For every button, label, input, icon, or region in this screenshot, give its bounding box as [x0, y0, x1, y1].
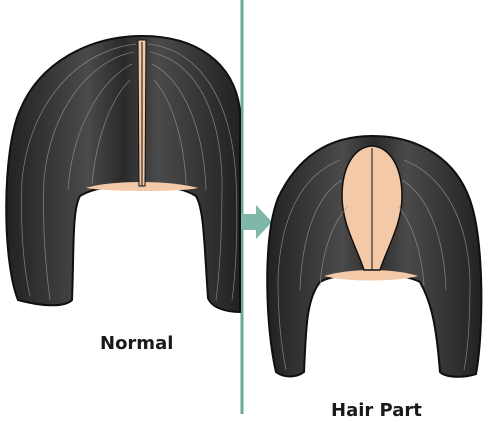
normal-hair-strands: [21, 43, 238, 301]
normal-hair-illustration: [5, 34, 241, 314]
hair-part-hair-strands: [277, 159, 471, 371]
hair-part-scalp-hairline: [324, 270, 418, 281]
hair-part-label: Hair Part: [331, 400, 422, 421]
hair-part-illustration: [266, 134, 483, 378]
arrow-icon: [240, 205, 272, 239]
normal-hair-mass: [5, 34, 241, 314]
normal-label: Normal: [100, 333, 174, 354]
